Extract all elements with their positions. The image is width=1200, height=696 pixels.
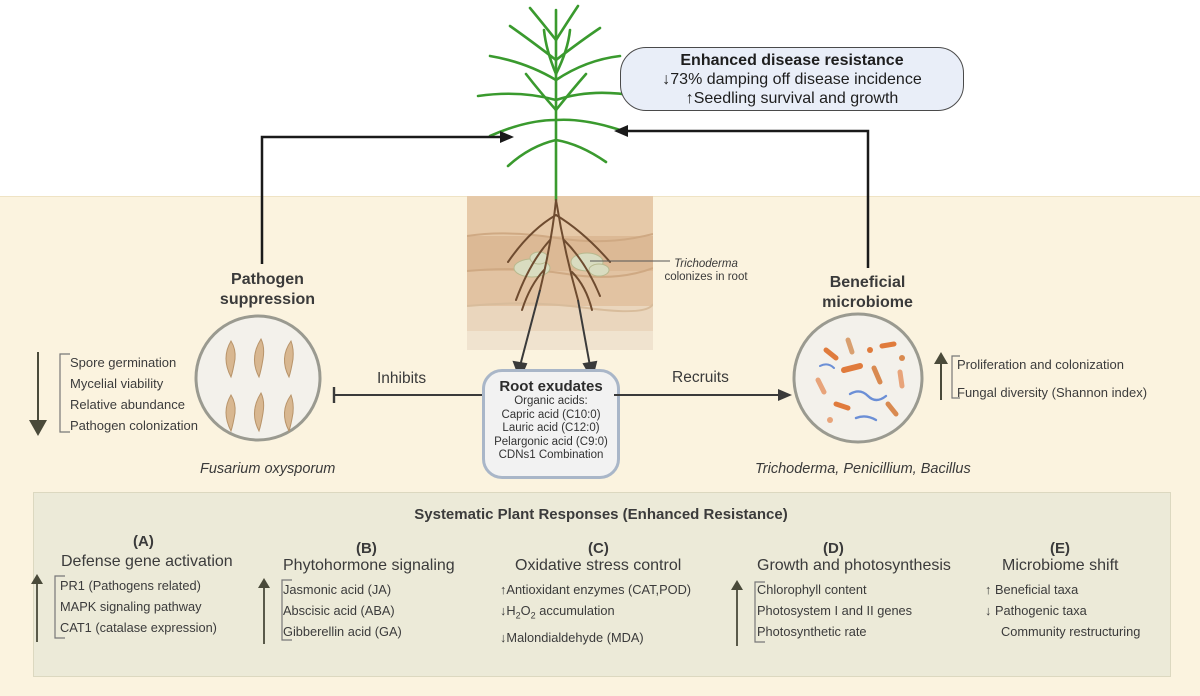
soil-layer-4 <box>467 306 653 331</box>
recruits-arrow <box>614 389 792 401</box>
soil-layer-top <box>467 196 653 236</box>
exudate-item: Organic acids: <box>514 395 588 407</box>
list-item: Photosynthetic rate <box>757 624 867 639</box>
down-arrow-icon <box>29 420 47 436</box>
column-e-heading: Microbiome shift <box>1002 557 1119 574</box>
inhibits-arrow <box>332 387 482 403</box>
soil-layer-2 <box>467 236 653 271</box>
exudate-item: Lauric acid (C12:0) <box>502 422 600 434</box>
left-effects-bracket <box>29 352 70 436</box>
list-item: CAT1 (catalase expression) <box>60 620 217 635</box>
pathogen-suppression-title: Pathogen suppression <box>219 271 316 308</box>
left-feedback-arrow <box>260 135 500 264</box>
list-item: Jasmonic acid (JA) <box>283 582 392 597</box>
exudates-title: Root exudates <box>499 378 603 395</box>
recruits-label: Recruits <box>672 369 729 386</box>
pathogen-effects-list: Spore germination Mycelial viability Rel… <box>70 352 198 436</box>
microbiome-circle <box>792 312 924 444</box>
list-item: Community restructuring <box>1001 624 1141 639</box>
fusarium-label: Fusarium oxysporum <box>200 461 336 477</box>
exudate-item: Capric acid (C10:0) <box>501 408 601 421</box>
column-e-items: ↑ Beneficial taxa ↓ Pathogenic taxa Comm… <box>985 579 1140 642</box>
resistance-line-2: ↑Seedling survival and growth <box>685 90 899 107</box>
down-arrow-icon: ↓ <box>662 71 671 88</box>
list-item: Mycelial viability <box>70 376 164 391</box>
column-b-items: Jasmonic acid (JA) Abscisic acid (ABA) G… <box>283 579 402 642</box>
list-item: MAPK signaling pathway <box>60 599 202 614</box>
list-item: Chlorophyll content <box>757 582 867 597</box>
right-effects-bracket <box>934 352 960 400</box>
list-item: Gibberellin acid (GA) <box>283 624 402 639</box>
column-a-items: PR1 (Pathogens related) MAPK signaling p… <box>60 575 217 638</box>
beneficial-microbiome-title: Beneficial microbiome <box>822 274 913 311</box>
up-arrow-icon <box>934 352 948 364</box>
list-item: ↓H2O2 accumulation <box>500 603 615 621</box>
down-arrow-icon: ↓ <box>500 603 507 618</box>
up-arrow-icon <box>731 580 743 590</box>
list-item: ↓ Pathogenic taxa <box>985 603 1087 618</box>
up-arrow-icon: ↑ <box>985 582 992 597</box>
list-item: ↑ Beneficial taxa <box>985 582 1079 597</box>
column-d-letter: (D) <box>823 540 844 557</box>
annotation-pointer-line <box>590 260 670 262</box>
fusarium-spore-icon <box>225 337 294 433</box>
column-b-letter: (B) <box>356 540 377 557</box>
list-item: ↓Malondialdehyde (MDA) <box>500 629 644 645</box>
resistance-title: Enhanced disease resistance <box>680 52 904 69</box>
up-arrow-icon <box>31 574 43 584</box>
column-d-items: Chlorophyll content Photosystem I and II… <box>757 579 912 642</box>
list-item: PR1 (Pathogens related) <box>60 578 201 593</box>
feedback-arrows <box>260 125 870 268</box>
column-c-heading: Oxidative stress control <box>515 557 682 574</box>
column-e-letter: (E) <box>1050 540 1070 557</box>
list-item: ↑Antioxidant enzymes (CAT,POD) <box>500 582 692 597</box>
soil-profile <box>467 196 653 350</box>
list-item: Proliferation and colonization <box>957 357 1124 372</box>
column-b-heading: Phytohormone signaling <box>283 557 455 574</box>
column-d-bracket <box>731 580 765 646</box>
down-arrow-icon: ↓ <box>985 603 992 618</box>
list-item: Relative abundance <box>70 397 185 412</box>
down-arrow-icon: ↓ <box>500 629 507 645</box>
microbiome-effects-list: Proliferation and colonization Fungal di… <box>957 351 1147 407</box>
exudate-item: CDNs1 Combination <box>498 449 604 461</box>
enhanced-resistance-box: Enhanced disease resistance ↓73% damping… <box>620 47 964 111</box>
list-item: Abscisic acid (ABA) <box>283 603 395 618</box>
resistance-line-1: ↓73% damping off disease incidence <box>662 71 922 88</box>
systemic-title: Systematic Plant Responses (Enhanced Res… <box>414 506 788 523</box>
soil-layer-5 <box>467 331 653 350</box>
column-c-items: ↑Antioxidant enzymes (CAT,POD) ↓H2O2 acc… <box>500 579 691 648</box>
systemic-responses-box <box>33 492 1171 677</box>
column-d-heading: Growth and photosynthesis <box>757 557 951 574</box>
column-a-letter: (A) <box>133 533 154 550</box>
fusarium-circle <box>194 314 322 442</box>
root-exudates-box: Root exudates Organic acids: Capric acid… <box>482 369 620 479</box>
right-feedback-arrow <box>628 129 870 268</box>
column-a-bracket <box>31 574 65 642</box>
plant-roots-icon <box>507 199 611 311</box>
beneficial-organisms-label: Trichoderma, Penicillium, Bacillus <box>755 461 971 477</box>
list-item: Photosystem I and II genes <box>757 603 913 618</box>
up-arrow-icon <box>258 578 270 588</box>
exudate-item: Pelargonic acid (C9:0) <box>494 435 608 448</box>
inhibits-label: Inhibits <box>377 370 427 387</box>
bacteria-icon <box>815 337 905 423</box>
up-arrow-icon: ↑ <box>500 582 507 597</box>
up-arrow-icon: ↑ <box>685 90 694 107</box>
soil-layer-3 <box>467 271 653 306</box>
list-item: Spore germination <box>70 355 177 370</box>
list-item: Pathogen colonization <box>70 418 198 433</box>
trichoderma-annotation: Trichoderma colonizes in root <box>664 258 748 283</box>
column-c-letter: (C) <box>588 540 609 557</box>
list-item: Fungal diversity (Shannon index) <box>957 385 1148 400</box>
column-b-bracket <box>258 578 292 644</box>
column-a-heading: Defense gene activation <box>61 553 233 570</box>
